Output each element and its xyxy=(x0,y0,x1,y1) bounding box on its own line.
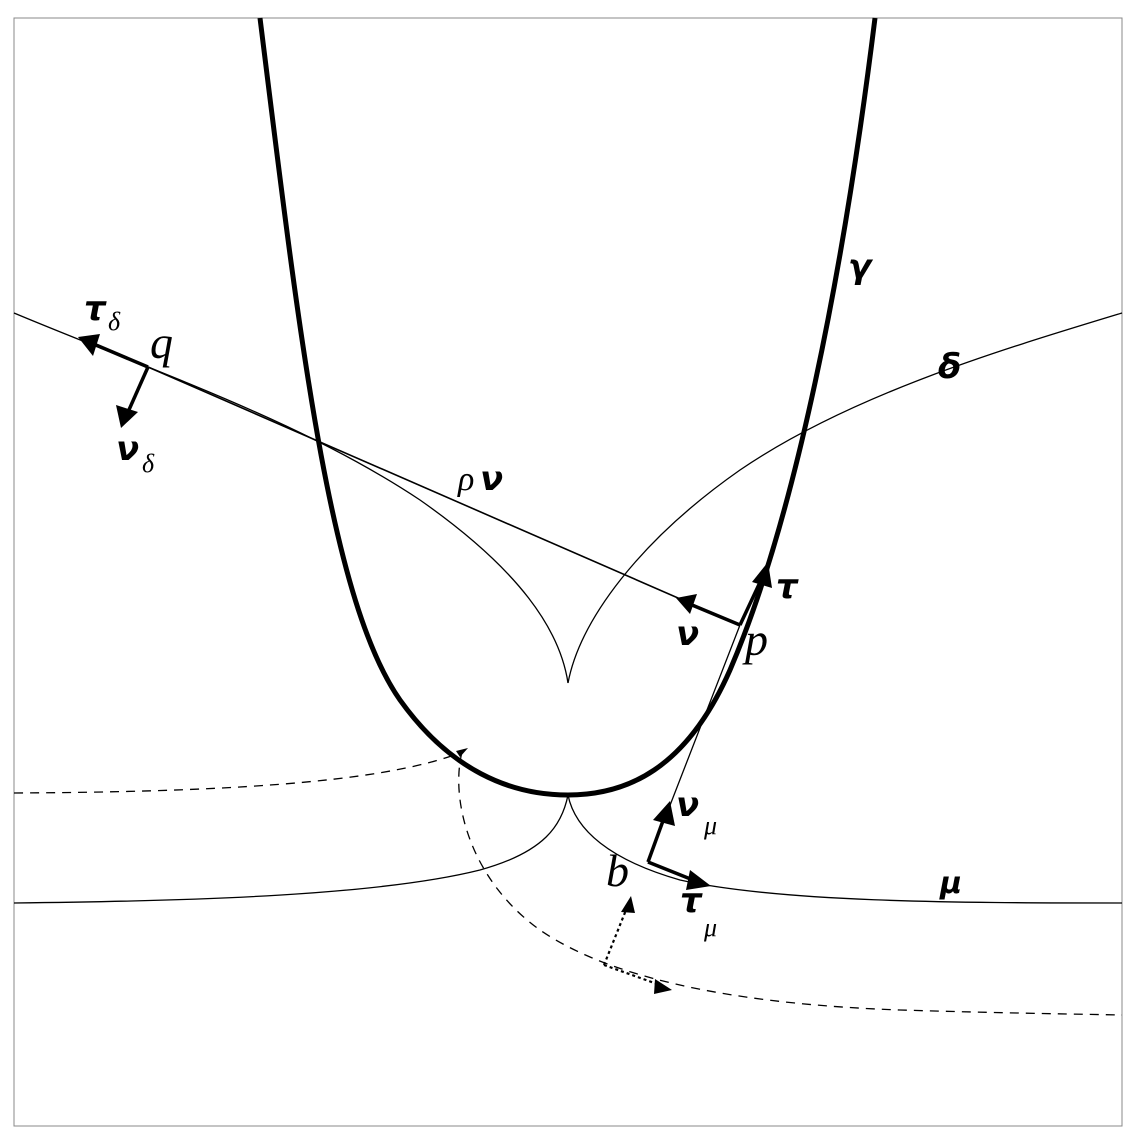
label-tau: τ xyxy=(776,567,799,607)
dotted-up-arrowhead xyxy=(621,896,635,913)
vector-tau-delta xyxy=(95,343,149,369)
vector-nu xyxy=(691,603,741,627)
label-nu-delta-sub: δ xyxy=(142,449,155,478)
dotted-arrow-right xyxy=(603,963,661,987)
label-tau-mu-sub: μ xyxy=(703,913,717,942)
label-delta: δ xyxy=(938,347,961,387)
label-point-q: q xyxy=(150,317,173,368)
label-tau-delta: τ xyxy=(84,289,107,329)
dotted-right-arrowhead xyxy=(654,979,672,994)
curve-mu-right xyxy=(567,794,1123,904)
vector-tau-mu-head xyxy=(686,870,711,890)
label-gamma: γ xyxy=(848,247,874,287)
line-rho-nu xyxy=(147,366,741,626)
dotted-arrow-up xyxy=(602,904,630,966)
vector-nu-mu-head xyxy=(653,801,675,826)
vector-tau-mu xyxy=(647,860,694,882)
vector-nu-delta-head xyxy=(116,405,138,428)
label-nu-mu: ν xyxy=(676,785,699,825)
curve-mu-left xyxy=(13,794,569,904)
vector-tau-delta-head xyxy=(78,334,100,356)
label-rho-nu: ν xyxy=(480,459,503,499)
label-rho: ρ xyxy=(457,461,474,498)
label-nu: ν xyxy=(676,614,699,654)
vector-nu-head xyxy=(676,594,697,614)
vector-nu-mu xyxy=(646,817,666,863)
label-point-b: b xyxy=(606,845,629,896)
vector-tau-head xyxy=(752,562,772,588)
plot-frame xyxy=(13,17,1123,1127)
label-tau-delta-sub: δ xyxy=(108,307,121,336)
vector-nu-delta xyxy=(126,366,150,413)
curve-delta-right xyxy=(567,312,1123,684)
label-tau-mu: τ xyxy=(680,881,703,921)
label-point-p: p xyxy=(742,614,768,665)
dashed-curve-upper xyxy=(13,751,463,794)
label-nu-delta: ν xyxy=(116,429,139,469)
label-mu: μ xyxy=(939,866,962,901)
dashed-curve-lower xyxy=(458,751,1123,1016)
label-nu-mu-sub: μ xyxy=(703,811,717,840)
vector-tau xyxy=(738,577,764,626)
